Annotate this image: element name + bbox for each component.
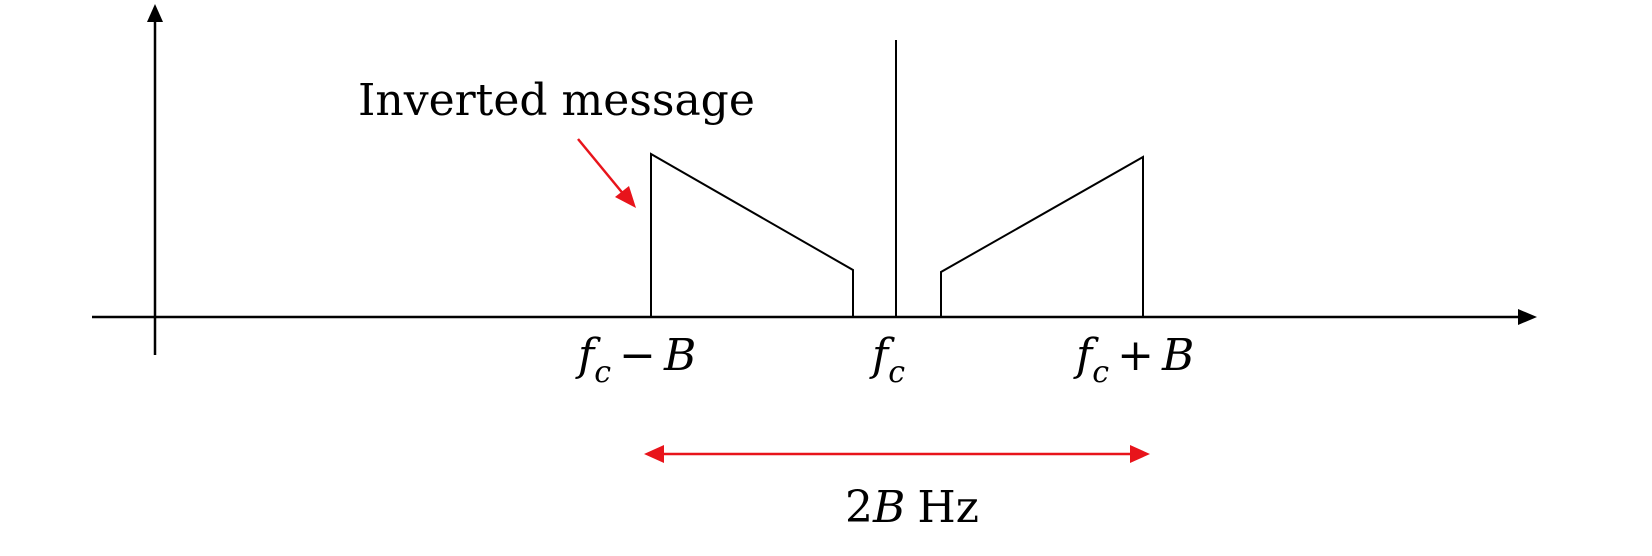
bandwidth-arrowhead-right — [1130, 445, 1150, 463]
tick-label-upper: fc+B — [1073, 330, 1194, 390]
tick-label-center: fc — [869, 330, 905, 390]
tick-label-lower: fc−B — [575, 330, 696, 390]
annotation-pointer — [577, 138, 626, 197]
vertical-axis-arrowhead — [147, 4, 163, 22]
frequency-axis-arrowhead — [1518, 309, 1537, 325]
bandwidth-arrowhead-left — [644, 445, 664, 463]
annotation-label: Inverted message — [358, 75, 755, 126]
lower-sideband — [650, 152, 854, 317]
upper-sideband — [940, 155, 1144, 317]
annotation-pointer-head — [615, 186, 636, 208]
